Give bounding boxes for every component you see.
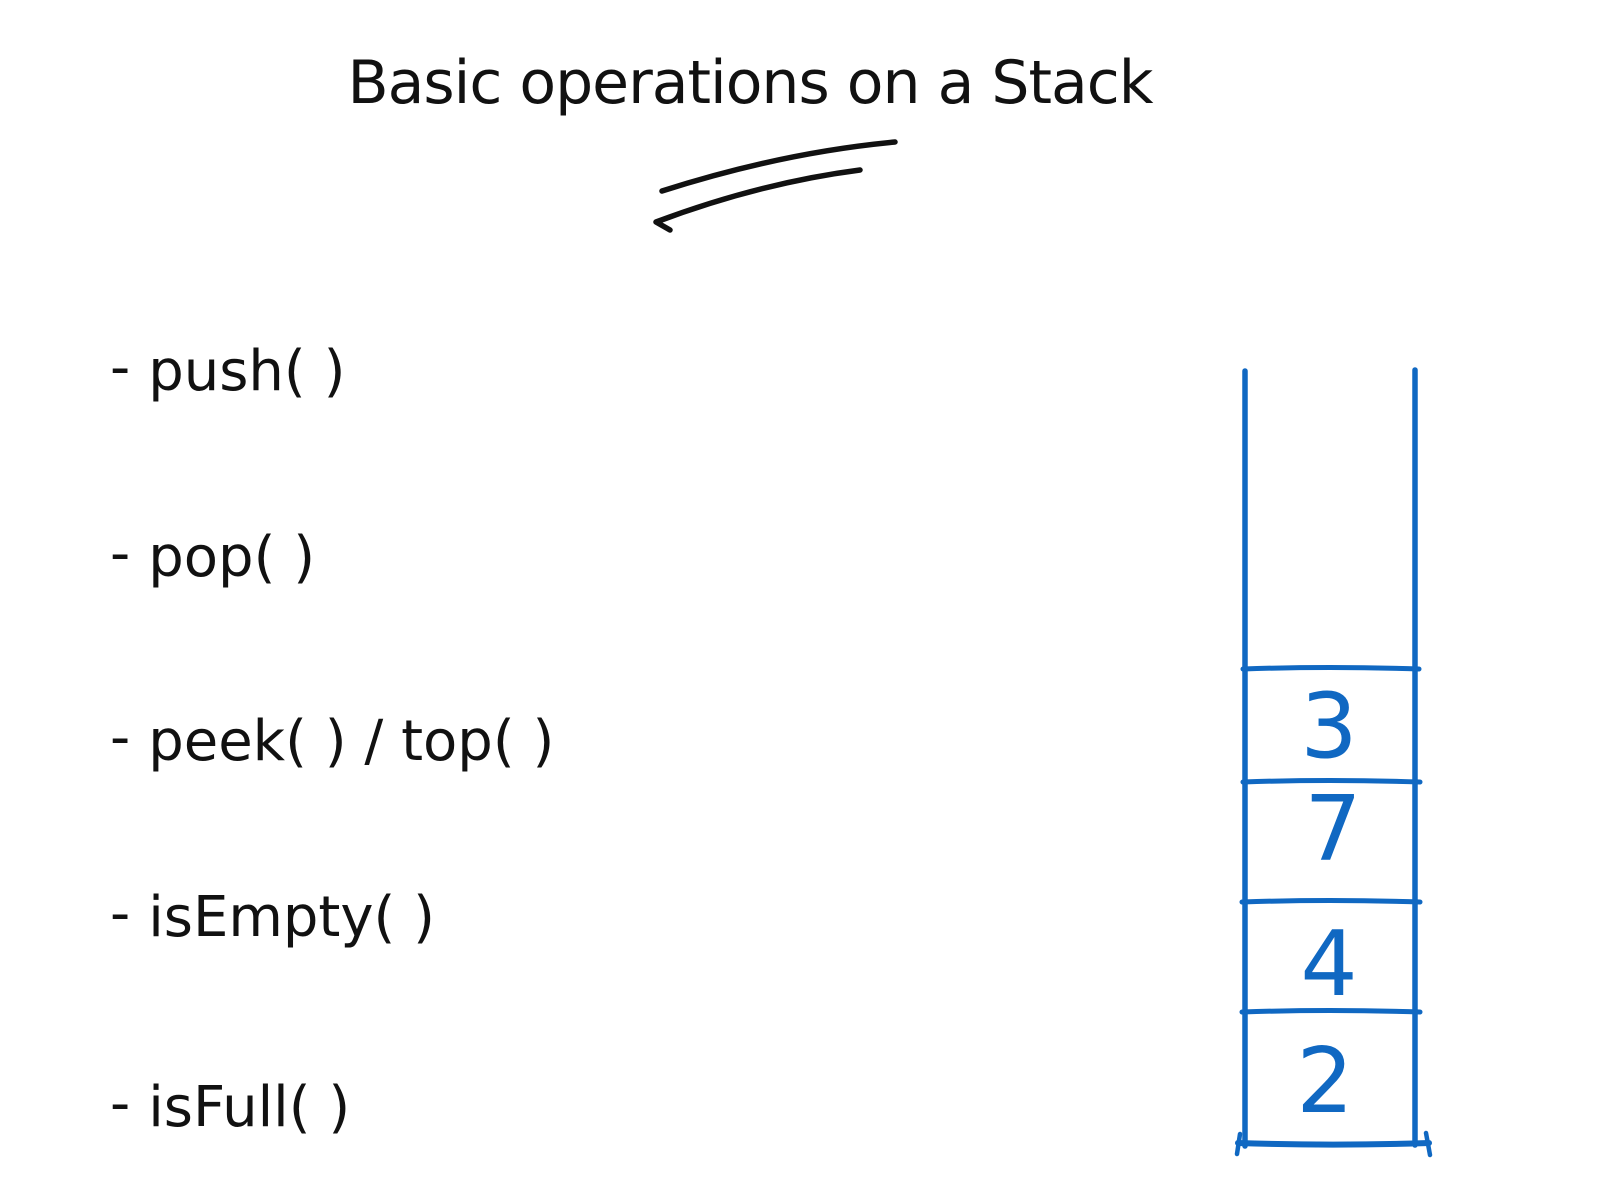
stack-bottom-line bbox=[1235, 1140, 1432, 1148]
bullet-dash: - bbox=[110, 335, 131, 400]
bullet-dash: - bbox=[110, 705, 131, 770]
stack-divider-3 bbox=[1239, 898, 1423, 905]
underline-stroke-top bbox=[659, 139, 898, 194]
stack-divider-1 bbox=[1240, 665, 1422, 672]
operation-item-isempty: -isEmpty( ) bbox=[110, 881, 436, 952]
bullet-dash: - bbox=[110, 521, 131, 586]
operation-label: pop( ) bbox=[148, 525, 316, 590]
operation-label: isEmpty( ) bbox=[148, 885, 436, 950]
stack-left-wall bbox=[1240, 368, 1248, 1149]
stack-right-wall bbox=[1412, 367, 1420, 1148]
bullet-dash: - bbox=[110, 1071, 131, 1136]
operation-label: isFull( ) bbox=[148, 1075, 351, 1140]
operation-item-isfull: -isFull( ) bbox=[110, 1071, 351, 1142]
title-underline-flourish bbox=[653, 139, 898, 233]
bullet-dash: - bbox=[110, 881, 131, 946]
operation-item-pop: -pop( ) bbox=[110, 521, 316, 592]
stack-cell-value: 2 bbox=[1296, 1029, 1353, 1134]
stack-divider-4 bbox=[1239, 1008, 1423, 1015]
operation-label: push( ) bbox=[148, 339, 346, 404]
page-title: Basic operations on a Stack bbox=[347, 48, 1153, 118]
stack-cell-value: 4 bbox=[1300, 912, 1357, 1017]
operation-item-peek-top: -peek( ) / top( ) bbox=[110, 705, 555, 776]
stack-bottom-tick-left bbox=[1234, 1131, 1243, 1157]
operation-label: peek( ) / top( ) bbox=[148, 709, 555, 774]
underline-stroke-bottom bbox=[653, 167, 863, 233]
operation-item-push: -push( ) bbox=[110, 335, 346, 406]
stack-bottom-tick-right bbox=[1423, 1130, 1433, 1158]
stack-divider-2 bbox=[1240, 778, 1423, 785]
stack-cell-value: 3 bbox=[1300, 674, 1357, 779]
stack-diagram: 3 7 4 2 bbox=[1234, 367, 1433, 1158]
stack-cell-value: 7 bbox=[1304, 777, 1361, 882]
